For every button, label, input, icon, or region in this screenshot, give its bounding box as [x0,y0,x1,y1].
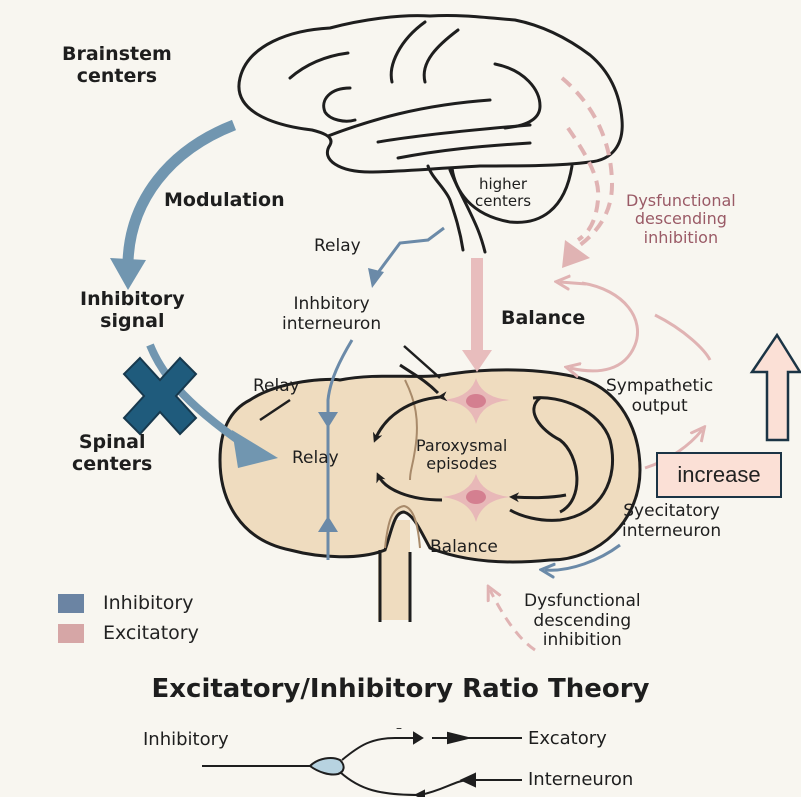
inhibitory-signal-line-1: Inhibitory [80,288,185,310]
spinal-centers-line-1: Spinal [78,431,146,453]
interneuron-pointer [403,345,441,379]
relay-top-line [372,226,445,279]
relay-center-label: Relay [292,448,339,468]
inhibitory-paths [110,119,621,570]
blocked-x-icon [122,356,198,436]
syecitatory-interneuron-label: Syecitatory interneuron [622,501,722,541]
paroxysmal-line-2: episodes [426,454,498,474]
neuron-soma [308,757,345,776]
legend-swatch-inhibitory [58,593,84,613]
dysfunctional-bottom-line-2: descending [533,610,632,631]
brainstem-centers-label: Brainstem centers [62,43,172,88]
syecitatory-line-1: Syecitatory [623,501,720,521]
higher-centers-label: higher centers [475,175,532,211]
increase-box: increase [656,452,782,498]
spinal-center [218,368,642,622]
dysfunctional-bottom-line-1: Dysfunctional [524,591,641,611]
dysfunctional-top-line-3: inhibition [643,227,719,247]
spinal-centers-label: Spinal centers [72,431,153,476]
excitatory-neuron-bottom [442,474,510,522]
schematic-excatory-label: Excatory [528,728,607,749]
inhibitory-interneuron-label: Inhbitory interneuron [282,294,382,334]
relay-top-label: Relay [314,236,361,256]
higher-centers-line-2: centers [475,192,532,211]
paroxysmal-episodes-label: Paroxysmal episodes [416,436,508,474]
brain-illustration [237,13,624,254]
dysfunctional-bottom-label: Dysfunctional descending inhibition [524,591,641,651]
modulation-arrow [122,119,237,263]
sympathetic-line-1: Sympathetic [606,376,714,396]
legend-item-inhibitory: Inhibitory [58,592,193,614]
dysfunctional-top-line-2: descending [634,209,727,229]
sympathetic-output-label: Sympathetic output [606,376,714,416]
relay-vertical-line [326,339,354,560]
dysfunctional-top-line-1: Dysfunctional [626,191,736,210]
inhibitory-signal-label: Inhibitory signal [80,288,185,333]
relay-left-label: Relay [253,376,300,396]
legend-label-inhibitory: Inhibitory [103,592,194,614]
dysfunctional-bottom-line-3: inhibition [542,630,622,651]
higher-centers-line-1: higher [478,175,528,193]
interneuron-line-1: Inhbitory [293,294,370,314]
brainstem-line-1: Brainstem [62,43,172,65]
brainstem-line-2: centers [76,64,158,87]
sympathetic-line-2: output [631,395,688,416]
brain-outline [237,13,624,174]
increase-up-arrow [749,332,801,442]
diagram-title: Excitatory/Inhibitory Ratio Theory [151,674,650,704]
spinal-centers-line-2: centers [72,452,153,475]
balance-bottom-label: Balance [430,537,498,557]
legend-label-excitatory: Excitatory [103,622,199,644]
legend-swatch-excitatory [58,623,84,643]
excitatory-neuron-top [442,378,510,424]
relay-pointer [259,398,291,422]
legend-item-excitatory: Excitatory [58,622,199,644]
schematic-minus-sign: – [396,721,402,735]
dysfunctional-dashed-outer [560,76,615,247]
descending-excitatory-bar [471,258,483,353]
inhibitory-signal-line-2: signal [100,309,165,332]
ratio-schematic [202,731,522,797]
interneuron-line-2: interneuron [282,313,382,334]
schematic-inhibitory-label: Inhibitory [143,729,229,750]
excitatory-paths [462,76,712,652]
modulation-label: Modulation [164,189,285,211]
syecitatory-line-2: interneuron [622,520,722,541]
schematic-interneuron-label: Interneuron [528,769,634,790]
balance-top-label: Balance [501,307,586,329]
paroxysmal-line-1: Paroxysmal [416,436,508,455]
dysfunctional-top-label: Dysfunctional descending inhibition [626,191,736,247]
paroxysmal-circuit-arrows [372,363,567,503]
